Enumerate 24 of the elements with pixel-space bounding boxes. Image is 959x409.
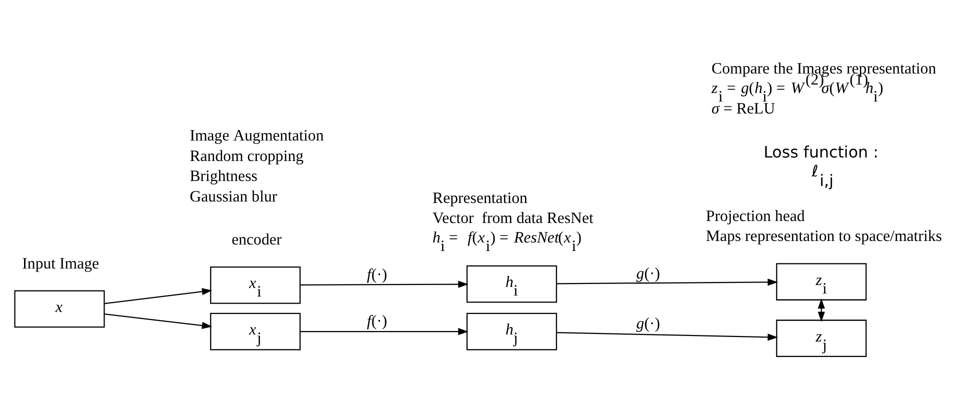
label: encoder: [232, 232, 282, 249]
arrow: [104, 288, 212, 304]
label: Projection head: [706, 208, 805, 225]
node-box: x: [14, 290, 105, 328]
arrow: [104, 314, 212, 330]
label: Brightness: [190, 168, 258, 186]
label: Vector from data ResNet: [432, 210, 594, 228]
edge-label: g(·): [636, 315, 660, 332]
label: Image Augmentation: [190, 127, 324, 144]
label: Input Image: [22, 255, 100, 272]
arrow: [556, 278, 778, 286]
arrow: [300, 280, 468, 288]
label: Representation: [432, 190, 528, 207]
edge-label: g(·): [636, 266, 660, 283]
arrow: [300, 328, 468, 336]
label: Random cropping: [190, 148, 304, 165]
label: σ = ReLU: [712, 100, 776, 118]
arrow: [818, 298, 825, 322]
edge-label: f(·): [366, 313, 388, 330]
edge-label: f(·): [366, 266, 388, 284]
label: Maps representation to space/matriks: [706, 228, 942, 246]
arrow: [556, 332, 778, 341]
label: Gaussian blur: [190, 188, 278, 206]
label: Loss function :: [764, 142, 878, 162]
